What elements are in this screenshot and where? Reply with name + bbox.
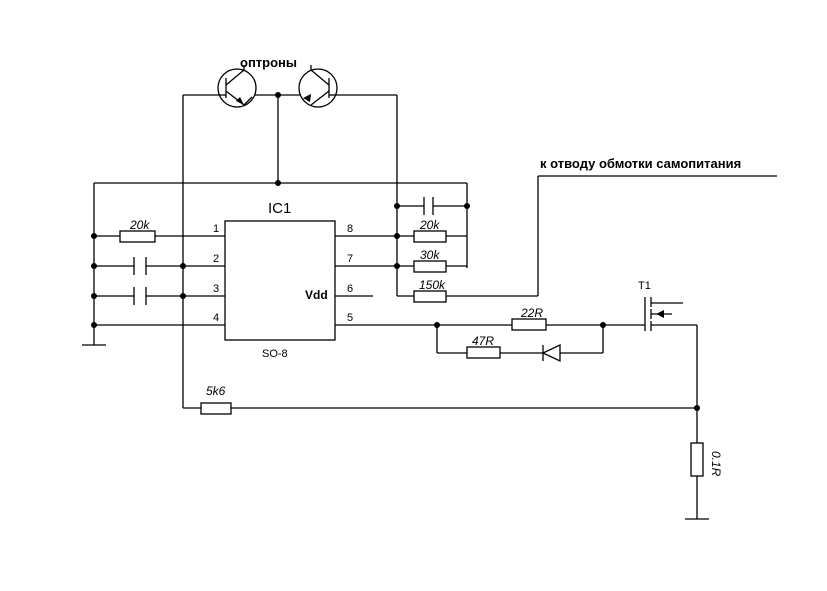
capacitor-pin3 <box>133 287 147 305</box>
resistor-r-sense-feedback <box>200 402 232 415</box>
pin-5-label: 5 <box>347 312 353 324</box>
r-gate-label: 22R <box>520 306 543 320</box>
resistor-r-pin7 <box>413 260 447 273</box>
capacitor-pin2 <box>133 257 147 275</box>
resistor-r-gate-diode <box>466 346 501 359</box>
ic-package: SO-8 <box>262 348 288 360</box>
pin-2-label: 2 <box>213 253 219 265</box>
resistor-r-pin1 <box>119 230 156 243</box>
pin-3-label: 3 <box>213 283 219 295</box>
capacitor-pin8 <box>423 197 434 215</box>
optocouplers-label: оптроны <box>240 55 297 70</box>
r-pin8-label: 20k <box>419 218 440 232</box>
r-feedback-label: 150k <box>419 278 446 292</box>
mosfet-t1 <box>644 297 672 331</box>
ic-body <box>224 220 336 341</box>
junction-dots <box>91 92 700 411</box>
pin-1-label: 1 <box>213 223 219 235</box>
ic-name: IC1 <box>268 200 291 217</box>
resistor-r-gate <box>511 318 547 331</box>
wires <box>82 94 777 520</box>
optocoupler-1 <box>217 65 257 108</box>
ic-supply-label: Vdd <box>305 288 328 302</box>
r-gate-diode-label: 47R <box>472 334 494 348</box>
r-shunt-label: 0.1R <box>709 451 723 477</box>
pin-8-label: 8 <box>347 223 353 235</box>
resistor-r-feedback <box>413 290 447 303</box>
pin-6-label: 6 <box>347 283 353 295</box>
diode <box>541 343 561 363</box>
resistor-r-shunt <box>690 442 704 477</box>
pin-4-label: 4 <box>213 312 219 324</box>
r-sense-feedback-label: 5k6 <box>206 384 226 398</box>
winding-tap-note: к отводу обмотки самопитания <box>540 156 741 171</box>
optocoupler-2 <box>298 65 338 108</box>
resistor-r-pin8 <box>413 230 447 243</box>
transistor-label: T1 <box>638 280 651 292</box>
r-pin1-label: 20k <box>129 218 150 232</box>
pin-7-label: 7 <box>347 253 353 265</box>
r-pin7-label: 30k <box>420 248 440 262</box>
